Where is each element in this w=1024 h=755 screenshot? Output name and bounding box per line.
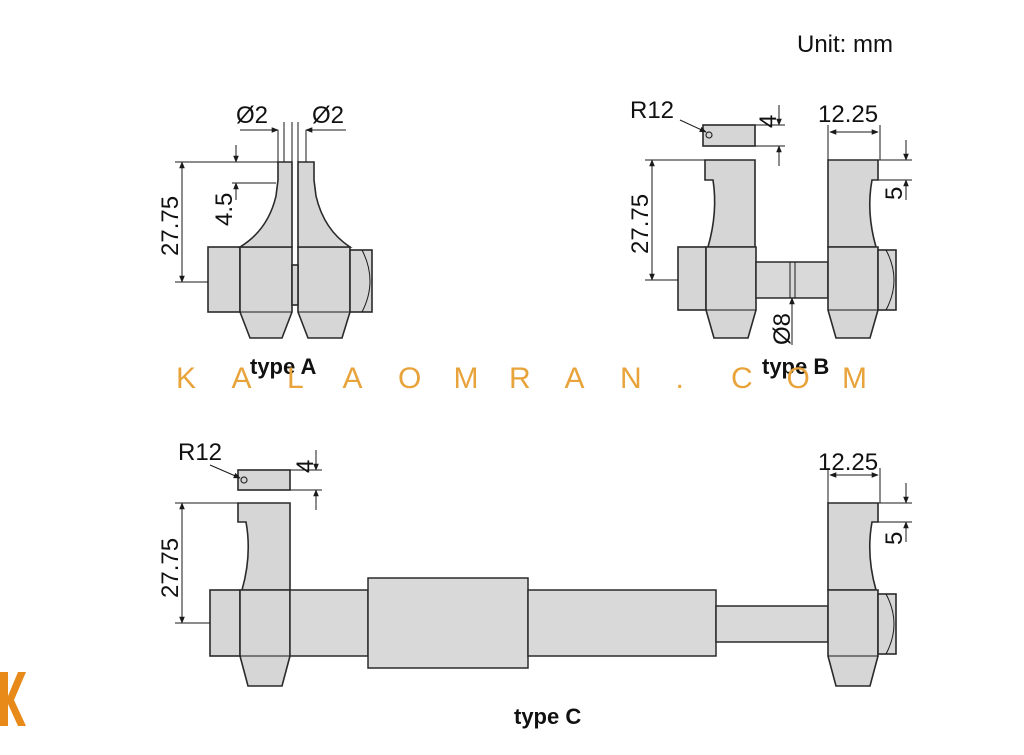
type-a-jaw-right-body (297, 246, 351, 339)
watermark-letter: A (565, 362, 585, 395)
type-c-figure: R12 4 12.25 5 27.7 (157, 439, 912, 729)
type-c-jaw-left-body (239, 589, 291, 687)
type-c-dim-step: 5 (881, 532, 908, 545)
type-b-anvil-insert (702, 124, 756, 147)
type-b-dim-step: 5 (881, 187, 908, 200)
type-b-handle-left (677, 246, 707, 311)
watermark-letter: A (232, 362, 252, 395)
type-a-caption: type A (250, 354, 317, 379)
type-a-figure: Ø2 Ø2 27.75 4.5 type A (157, 102, 373, 379)
type-a-dim-height: 27.75 (157, 196, 184, 256)
type-b-spindle-end (877, 249, 897, 311)
type-c-dim-height: 27.75 (157, 538, 184, 598)
type-c-spindle (715, 605, 829, 643)
type-a-jaw-right-tip (297, 161, 353, 248)
unit-label: Unit: mm (797, 31, 893, 58)
type-c-dim-width: 12.25 (818, 449, 878, 476)
type-c-extension-rod (367, 577, 529, 669)
type-b-rod (755, 261, 829, 299)
corner-logo (0, 672, 26, 726)
type-b-jaw-left-tip (704, 159, 756, 248)
type-b-dim-radius: R12 (630, 97, 674, 124)
type-b-dim-thickness: 4 (755, 115, 782, 128)
type-c-body-tube-left (289, 589, 369, 657)
type-a-dim-tip: 4.5 (211, 193, 238, 226)
type-c-caption: type C (514, 704, 581, 729)
type-c-jaw-left-tip (237, 502, 291, 591)
type-a-handle-left (207, 246, 241, 313)
watermark-letter: O (787, 362, 810, 395)
watermark-letter: M (842, 362, 867, 395)
type-a-jaw-left-tip (237, 161, 293, 248)
type-b-jaw-left-body (705, 246, 757, 339)
type-c-anvil-insert (237, 469, 291, 491)
type-a-dim-diameter-left: Ø2 (236, 102, 268, 129)
type-a-dim-diameter-right: Ø2 (312, 102, 344, 129)
type-a-gap (291, 264, 299, 306)
watermark-letter: O (398, 362, 421, 395)
type-a-jaw-left-body (239, 246, 293, 339)
type-c-jaw-right-body (827, 589, 879, 687)
type-c-dim-radius: R12 (178, 439, 222, 466)
type-b-dim-rod: Ø8 (769, 313, 796, 345)
type-c-spindle-end (877, 593, 897, 655)
watermark-letter: . (676, 362, 684, 395)
watermark-letter: R (509, 362, 531, 395)
type-a-spindle-end (349, 249, 373, 313)
watermark-letter: C (731, 362, 753, 395)
type-c-jaw-right-tip (827, 502, 879, 591)
watermark-letter: N (620, 362, 642, 395)
watermark-letter: L (287, 362, 304, 395)
watermark-letter: M (454, 362, 479, 395)
type-b-dim-width: 12.25 (818, 101, 878, 128)
type-c-handle-left (209, 589, 241, 657)
watermark-letter: A (343, 362, 363, 395)
type-b-dim-height: 27.75 (627, 194, 654, 254)
type-b-jaw-right-body (827, 246, 879, 339)
type-c-body-tube-right (527, 589, 717, 657)
type-b-jaw-right-tip (827, 159, 879, 248)
type-b-figure: R12 4 Ø8 12.25 5 (627, 97, 912, 379)
type-b-caption: type B (762, 354, 829, 379)
watermark-letter: K (176, 362, 196, 395)
type-c-dim-thickness: 4 (292, 460, 319, 473)
